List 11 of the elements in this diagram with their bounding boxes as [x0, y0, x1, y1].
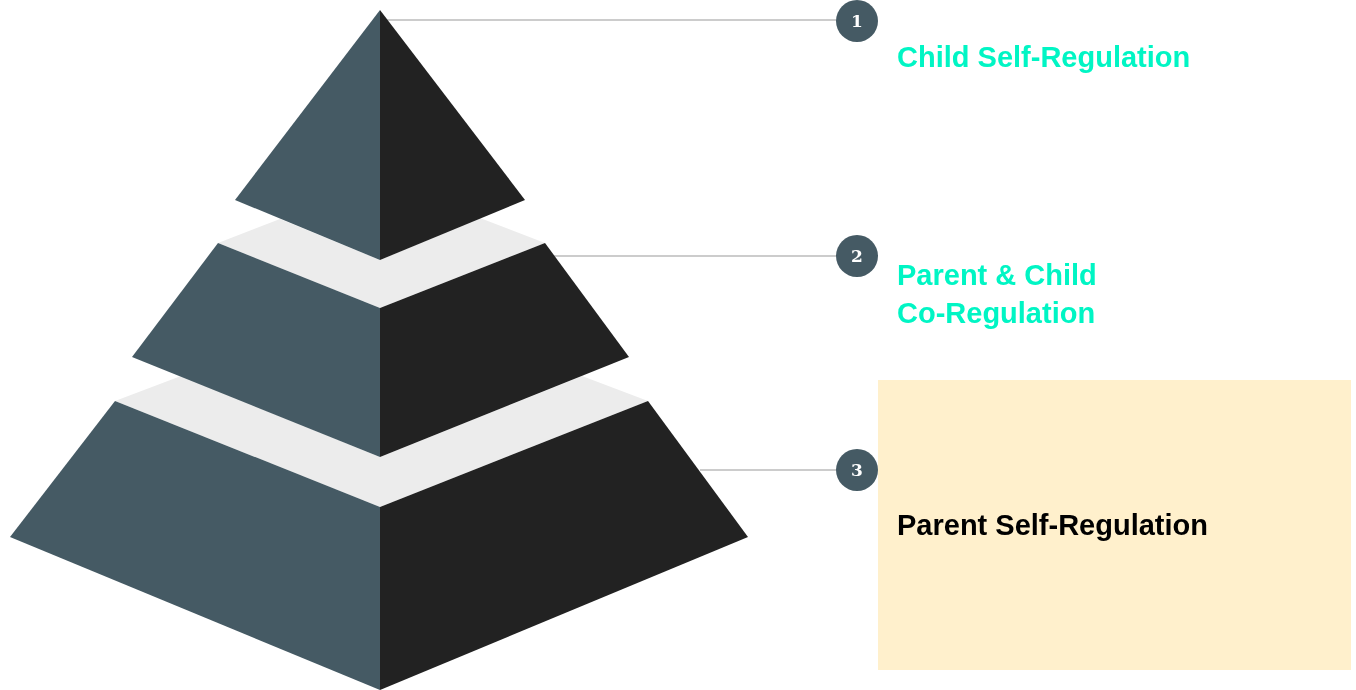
- leader-line: [699, 469, 837, 471]
- tier-title: Parent & Child Co-Regulation: [897, 258, 1098, 331]
- tier-title: Parent Self-Regulation: [897, 508, 1208, 542]
- pyramid-tier: [8, 374, 750, 690]
- pyramid-tier: [233, 8, 528, 262]
- tier-title: Child Self-Regulation: [897, 40, 1192, 75]
- highlight-panel: [878, 380, 1351, 670]
- pyramid-tier: [130, 217, 632, 459]
- number-badge: 3: [836, 449, 878, 491]
- number-badge: 1: [836, 0, 878, 42]
- number-badge: 2: [836, 235, 878, 277]
